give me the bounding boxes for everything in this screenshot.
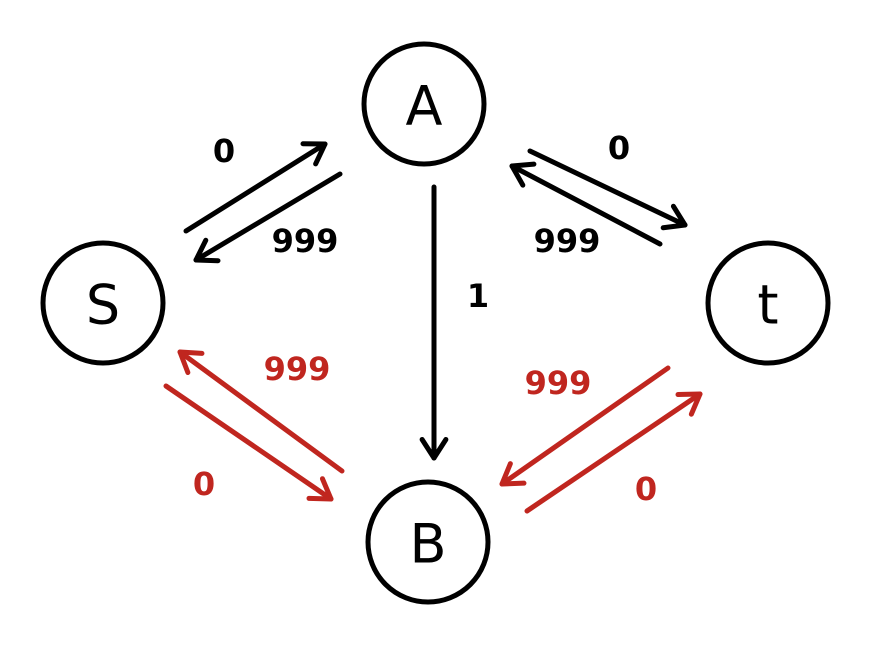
edge-weight-label: 0 bbox=[635, 470, 657, 508]
edge-weight-label: 999 bbox=[534, 222, 601, 260]
node-t: t bbox=[705, 240, 831, 366]
edge-weight-label: 0 bbox=[608, 129, 630, 167]
edge-line-b-t bbox=[524, 391, 703, 514]
node-label: t bbox=[757, 274, 778, 337]
edge-weight-label: 0 bbox=[213, 132, 235, 170]
edge-weight-label: 999 bbox=[525, 364, 592, 402]
edge-a-t: 0 bbox=[527, 129, 688, 231]
edge-s-b: 0 bbox=[163, 383, 334, 503]
node-b: B bbox=[365, 479, 491, 605]
edge-t-a: 999 bbox=[509, 161, 663, 260]
arrowhead-icon bbox=[193, 237, 221, 264]
arrowhead-icon bbox=[177, 349, 205, 376]
edge-line-b-s bbox=[177, 349, 345, 474]
edge-s-a: 0 bbox=[183, 132, 328, 234]
arrowhead-icon bbox=[306, 476, 334, 502]
arrowhead-icon bbox=[419, 436, 449, 461]
edges-layer: 0 999 999 0 1 999 0 999 0 bbox=[163, 129, 703, 514]
edge-line-t-b bbox=[499, 365, 671, 487]
edge-b-s: 999 bbox=[177, 349, 345, 474]
node-s: S bbox=[40, 240, 166, 366]
node-circle bbox=[705, 240, 831, 366]
edge-line-s-b bbox=[163, 383, 334, 502]
edge-line-a-s bbox=[193, 171, 343, 263]
edge-t-b: 999 bbox=[499, 364, 671, 487]
node-circle bbox=[361, 41, 487, 167]
edge-weight-label: 999 bbox=[264, 350, 331, 388]
node-label: S bbox=[86, 274, 120, 337]
edge-line-s-a bbox=[183, 141, 328, 234]
edge-line-t-a bbox=[509, 163, 663, 247]
arrowhead-icon bbox=[660, 203, 688, 231]
arrowhead-icon bbox=[509, 161, 537, 188]
arrowhead-icon bbox=[675, 391, 703, 417]
node-label: A bbox=[406, 75, 443, 138]
edge-a-s: 999 bbox=[193, 171, 343, 264]
edge-line-a-t bbox=[527, 148, 688, 228]
edge-b-t: 0 bbox=[524, 391, 703, 514]
node-label: B bbox=[409, 513, 446, 576]
arrowhead-icon bbox=[499, 461, 527, 487]
node-circle bbox=[365, 479, 491, 605]
edge-weight-label: 0 bbox=[193, 465, 215, 503]
edge-weight-label: 999 bbox=[272, 222, 339, 260]
arrowhead-icon bbox=[300, 141, 328, 167]
node-a: A bbox=[361, 41, 487, 167]
edge-a-b: 1 bbox=[419, 184, 489, 461]
edge-weight-label: 1 bbox=[467, 277, 489, 315]
node-circle bbox=[40, 240, 166, 366]
